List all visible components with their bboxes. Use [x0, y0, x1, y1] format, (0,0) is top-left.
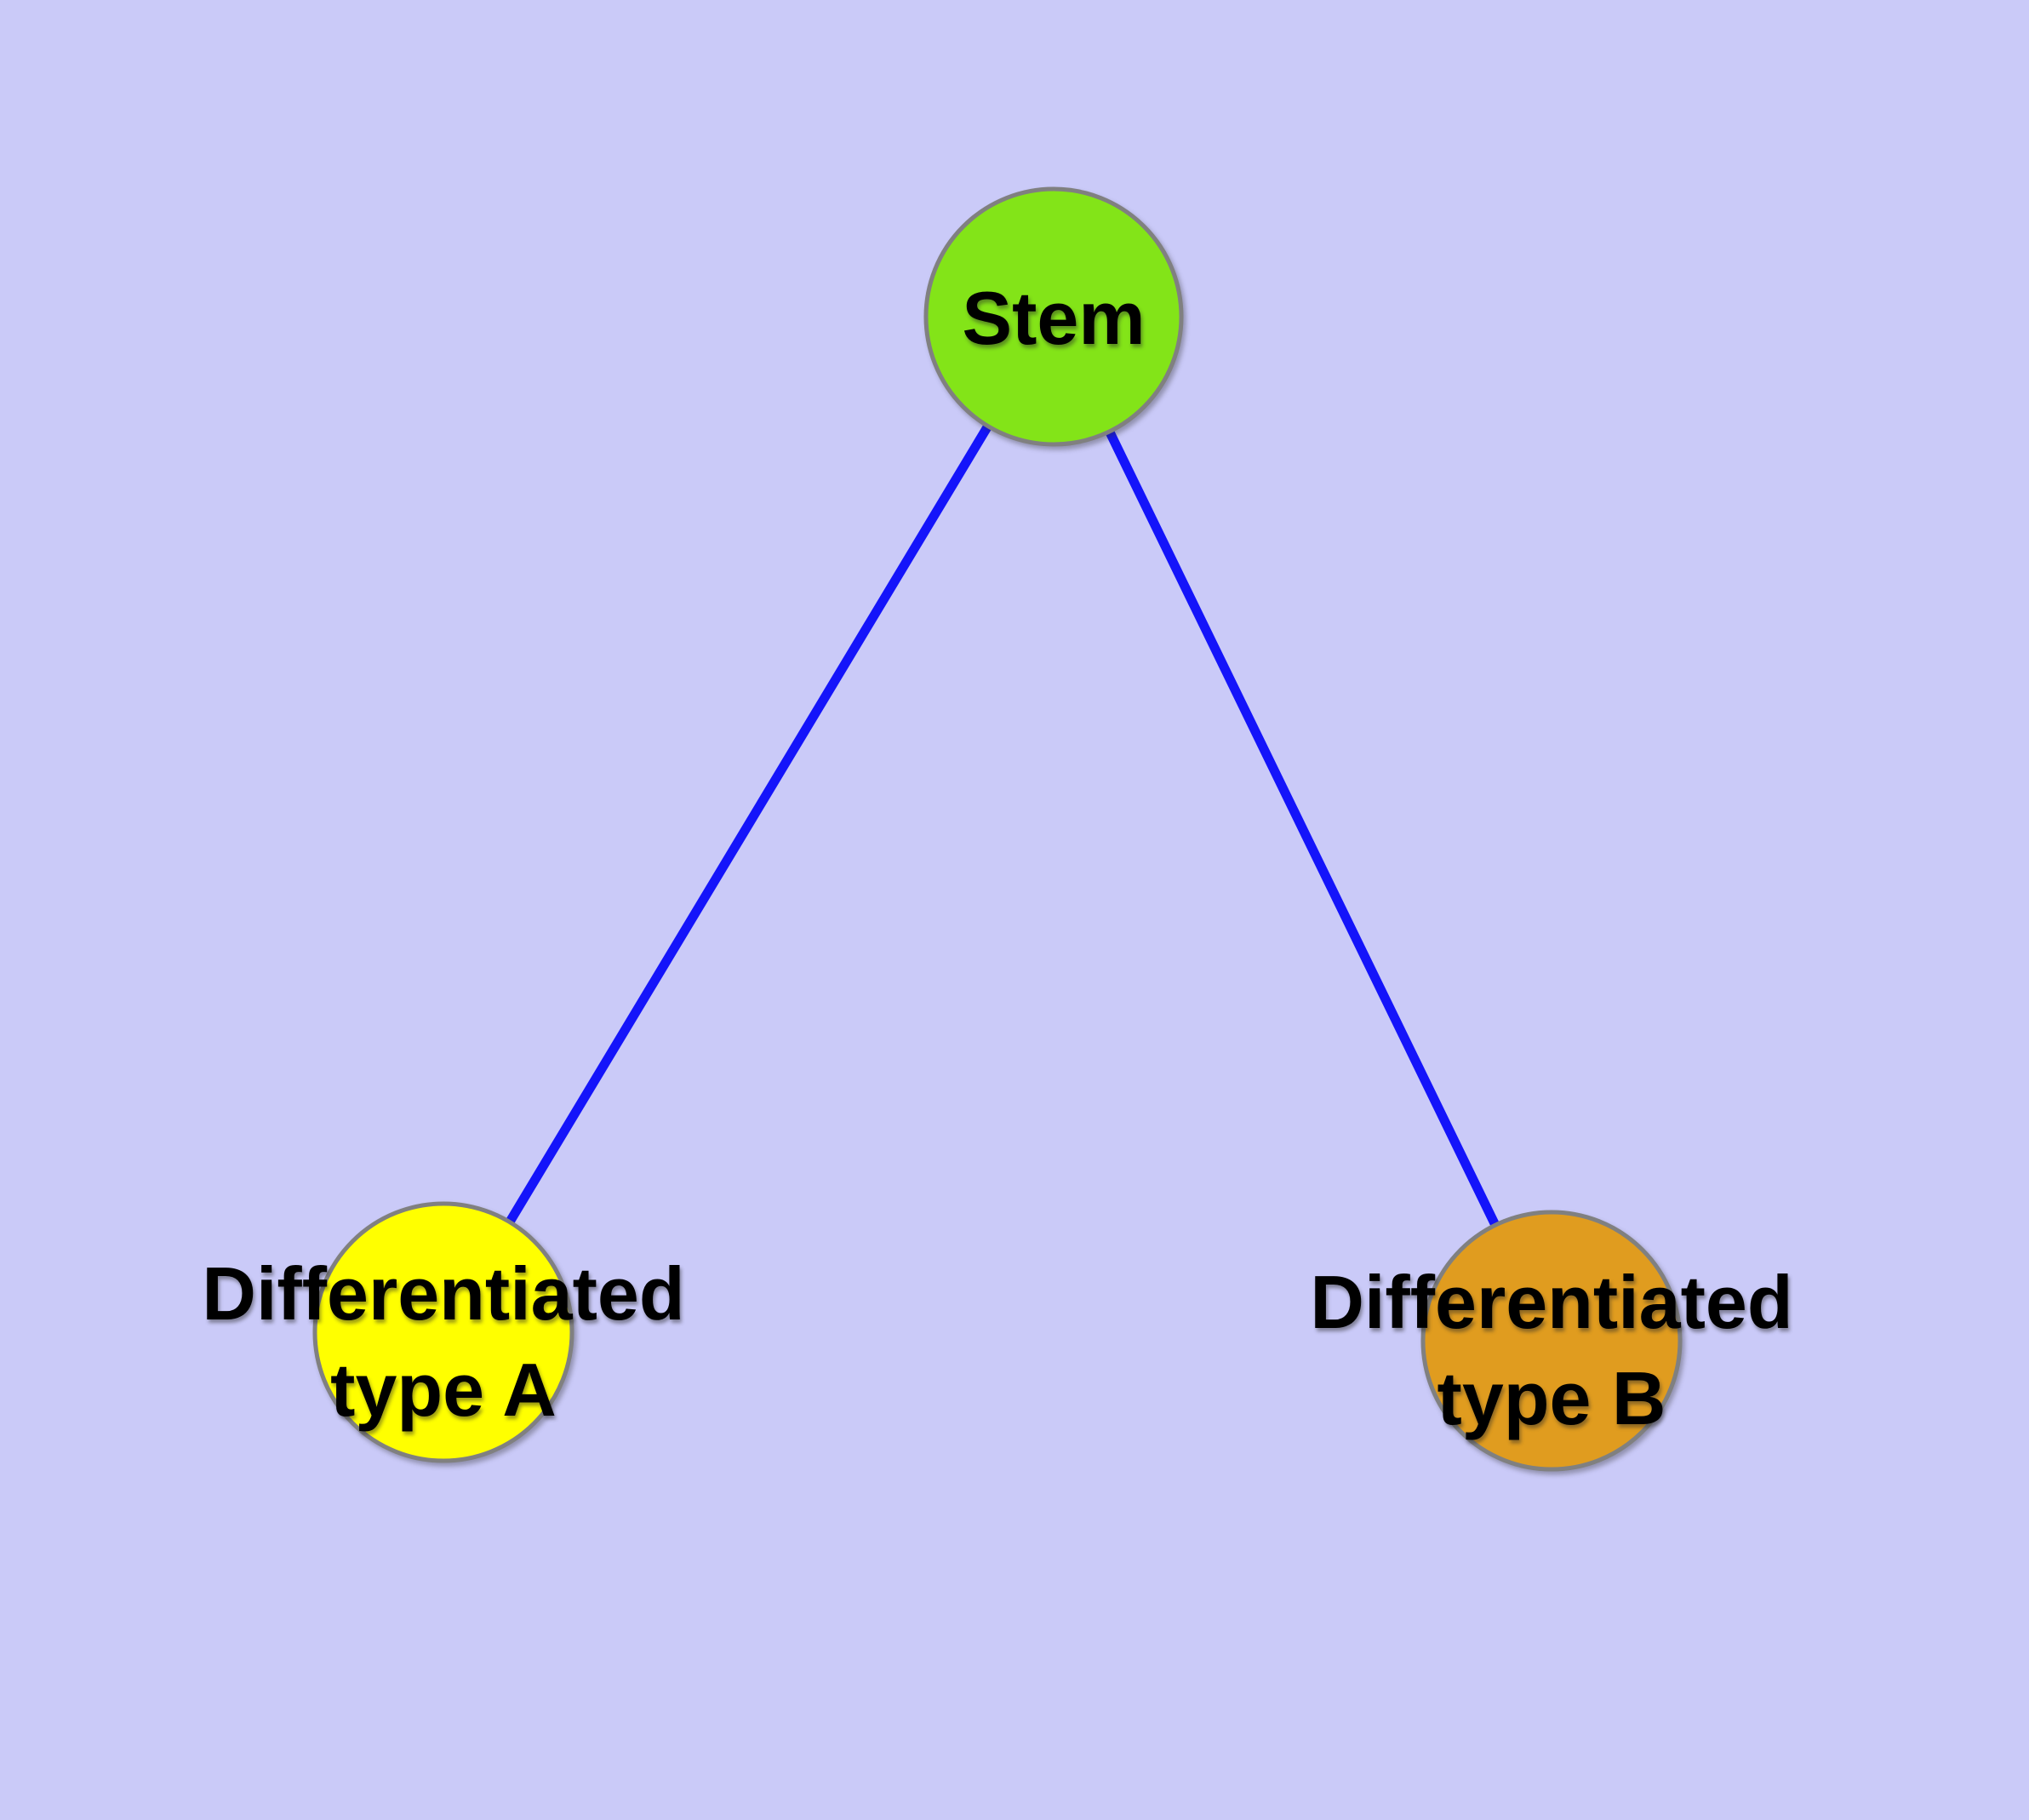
- node-stem-circle[interactable]: [923, 186, 1184, 447]
- node-differentiated-type-b[interactable]: Differentiated type B: [1310, 1210, 1793, 1472]
- node-stem-label: Stem: [962, 276, 1145, 360]
- edge-stem-to-type-a: [438, 312, 1059, 1337]
- node-differentiated-type-a[interactable]: Differentiated type A: [202, 1201, 685, 1463]
- node-type-a-label-line1: Differentiated: [202, 1251, 684, 1336]
- edges: [438, 312, 1557, 1346]
- node-type-b-label-line1: Differentiated: [1310, 1260, 1792, 1344]
- node-type-b-label-line2: type B: [1437, 1356, 1666, 1440]
- node-type-a-label-line2: type A: [330, 1348, 557, 1432]
- node-type-b-circle[interactable]: [1420, 1210, 1683, 1472]
- edge-stem-to-type-b: [1049, 312, 1557, 1346]
- node-stem[interactable]: Stem: [923, 186, 1184, 447]
- node-type-a-circle[interactable]: [312, 1201, 574, 1463]
